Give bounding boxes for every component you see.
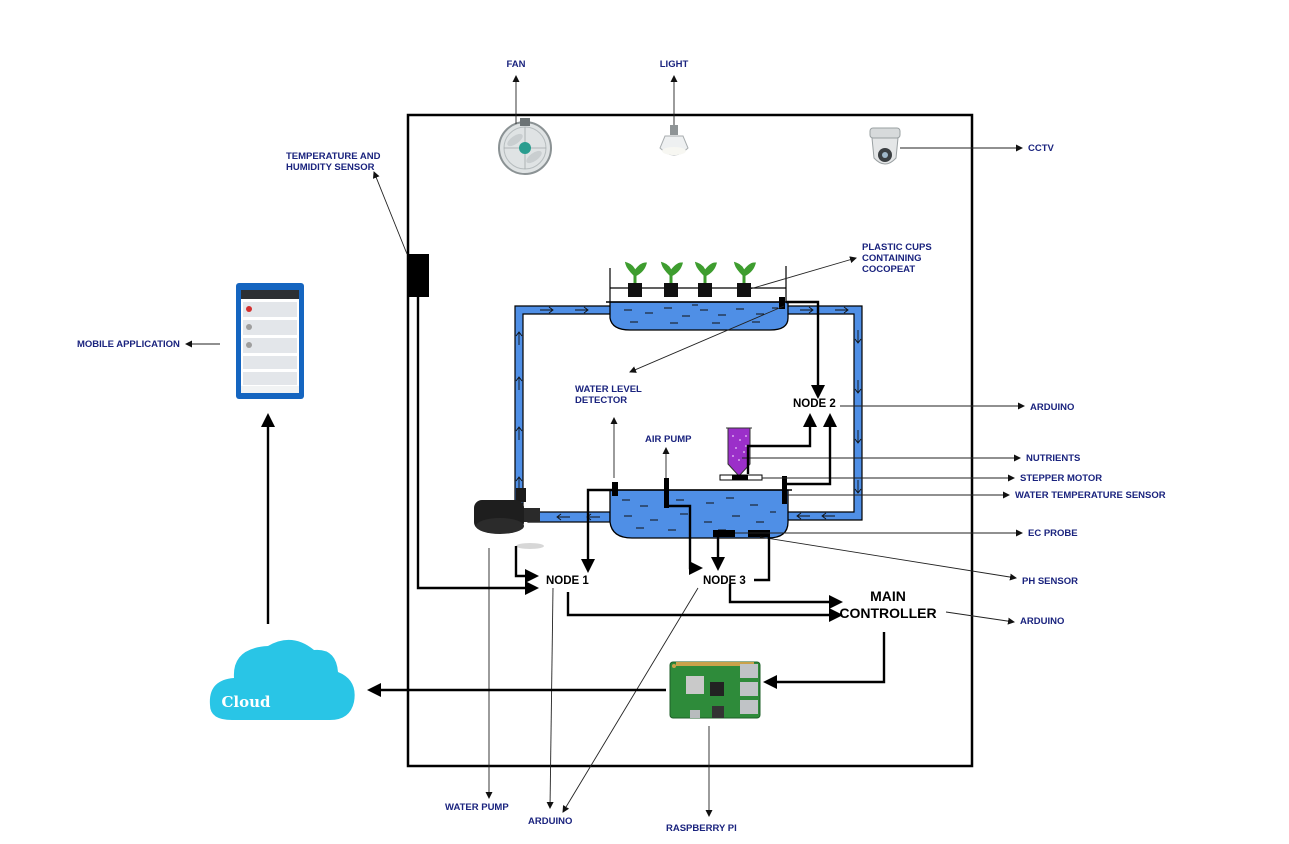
node3-arduino-leader-line bbox=[562, 587, 699, 813]
plant-icon bbox=[694, 261, 717, 297]
node3-label: NODE 3 bbox=[703, 575, 746, 587]
fan-label: FAN bbox=[507, 59, 526, 70]
temp-humidity-leader-line bbox=[372, 171, 408, 255]
temp-humidity-label-line1: TEMPERATURE AND bbox=[286, 151, 381, 162]
fan-icon bbox=[498, 118, 552, 175]
signal-arrows bbox=[261, 297, 886, 697]
plant-icon bbox=[660, 261, 683, 297]
mobile-app-label: MOBILE APPLICATION bbox=[77, 339, 180, 350]
water-temperature-sensor bbox=[782, 476, 787, 504]
arduino-node1-label: ARDUINO bbox=[528, 816, 572, 827]
reservoir-level-sensor bbox=[612, 482, 618, 496]
node1-label: NODE 1 bbox=[546, 575, 589, 587]
raspberry-pi-label: RASPBERRY PI bbox=[666, 823, 737, 834]
water-pump-label: WATER PUMP bbox=[445, 802, 509, 813]
air-pump-label: AIR PUMP bbox=[645, 434, 692, 445]
water-level-label-line1: WATER LEVEL bbox=[575, 384, 642, 395]
node2-label: NODE 2 bbox=[793, 398, 836, 410]
raspberry-pi-icon bbox=[669, 661, 761, 719]
plastic-cups-leader-line bbox=[749, 256, 857, 290]
water-pump-icon bbox=[474, 488, 544, 549]
pipe-flow-arrows bbox=[515, 306, 862, 521]
plastic-cups-label-line1: PLASTIC CUPS bbox=[862, 242, 932, 253]
temp-humidity-label-line2: HUMIDITY SENSOR bbox=[286, 162, 375, 173]
ph-sensor bbox=[748, 530, 770, 537]
ec-probe-label: EC PROBE bbox=[1028, 528, 1078, 539]
plant-icon bbox=[624, 261, 647, 297]
temperature-humidity-sensor bbox=[407, 254, 429, 297]
main-controller-label-line1: MAIN bbox=[870, 588, 906, 604]
main-arduino-leader-line bbox=[945, 611, 1015, 625]
light-label: LIGHT bbox=[660, 59, 689, 70]
arduino-main-label: ARDUINO bbox=[1020, 616, 1064, 627]
light-bulb-icon bbox=[659, 125, 689, 156]
node1-arduino-leader-line bbox=[546, 587, 554, 809]
cloud-label: Cloud bbox=[221, 693, 271, 711]
nutrient-container bbox=[726, 427, 752, 477]
main-controller-label-line2: CONTROLLER bbox=[839, 605, 936, 621]
plastic-cups-label-line2: CONTAINING bbox=[862, 253, 921, 264]
enclosure-frame bbox=[406, 113, 974, 768]
upper-level-sensor bbox=[779, 297, 785, 309]
water-level-leader-line bbox=[629, 305, 785, 373]
ph-sensor-leader-line bbox=[759, 536, 1017, 581]
ph-sensor-label: PH SENSOR bbox=[1022, 576, 1078, 587]
cctv-label: CCTV bbox=[1028, 143, 1055, 154]
phone-icon bbox=[236, 283, 304, 399]
air-pump-tube bbox=[664, 478, 669, 508]
cloud-icon bbox=[209, 639, 355, 720]
plant-icon bbox=[733, 261, 756, 297]
water-temp-label: WATER TEMPERATURE SENSOR bbox=[1015, 490, 1166, 501]
nutrients-label: NUTRIENTS bbox=[1026, 453, 1080, 464]
cctv-camera-icon bbox=[869, 127, 901, 165]
stepper-motor-core bbox=[732, 475, 748, 480]
ec-probe bbox=[713, 530, 735, 537]
arduino-node2-label: ARDUINO bbox=[1030, 402, 1074, 413]
plastic-cups-label-line3: COCOPEAT bbox=[862, 264, 915, 275]
stepper-motor-label: STEPPER MOTOR bbox=[1020, 473, 1102, 484]
water-level-label-line2: DETECTOR bbox=[575, 395, 627, 406]
